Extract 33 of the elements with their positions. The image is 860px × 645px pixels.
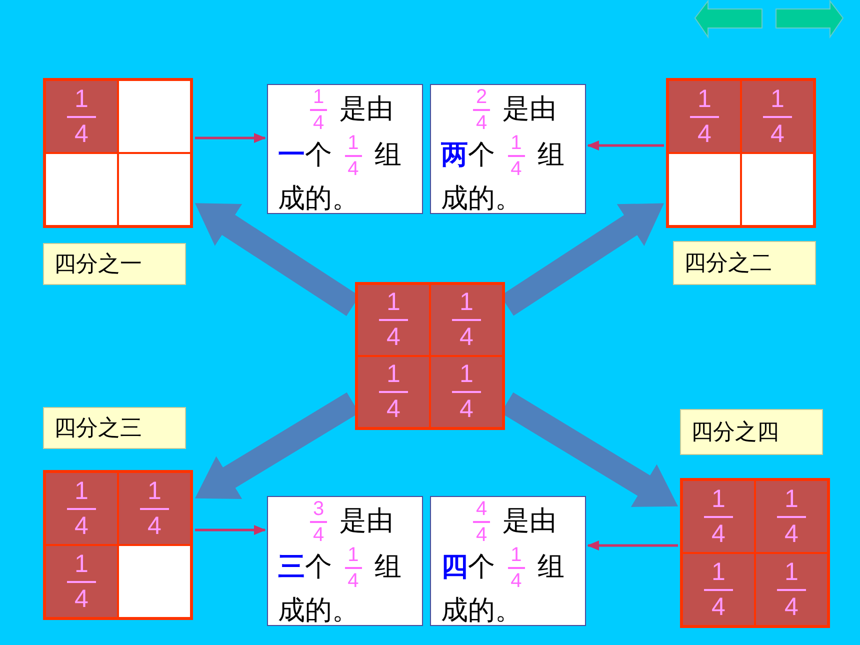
grid-cell: 1 4 — [357, 284, 430, 356]
grid-cell: 1 4 — [668, 80, 741, 153]
arrow — [195, 525, 266, 535]
grid-cell — [45, 153, 118, 226]
fraction-grid — [43, 470, 193, 620]
grid-cell: 1 4 — [45, 472, 118, 545]
grid-cell — [118, 80, 191, 153]
fraction-grid — [666, 78, 816, 228]
fraction-grid — [680, 478, 830, 628]
arrow — [587, 140, 664, 150]
arrow — [587, 540, 678, 550]
fraction-grid — [355, 282, 505, 430]
grid-cell: 1 4 — [682, 553, 755, 626]
grid-cell: 1 4 — [682, 480, 755, 553]
label-tag: 四分之四 — [680, 409, 823, 455]
grid-cell — [741, 153, 814, 226]
fraction-grid — [43, 78, 193, 228]
grid-cell: 1 4 — [430, 356, 503, 428]
grid-cell — [118, 545, 191, 618]
grid-cell: 1 4 — [45, 545, 118, 618]
grid-cell: 1 4 — [755, 553, 828, 626]
grid-cell: 1 4 — [430, 284, 503, 356]
grid-cell — [118, 153, 191, 226]
grid-cell: 1 4 — [755, 480, 828, 553]
grid-cell: 1 4 — [741, 80, 814, 153]
grid-cell: 1 4 — [118, 472, 191, 545]
grid-cell: 1 4 — [45, 80, 118, 153]
label-tag: 四分之一 — [43, 243, 186, 285]
arrow — [195, 133, 266, 143]
label-tag: 四分之二 — [673, 241, 816, 285]
grid-cell: 1 4 — [357, 356, 430, 428]
grid-cell — [668, 153, 741, 226]
label-tag: 四分之三 — [43, 407, 186, 449]
